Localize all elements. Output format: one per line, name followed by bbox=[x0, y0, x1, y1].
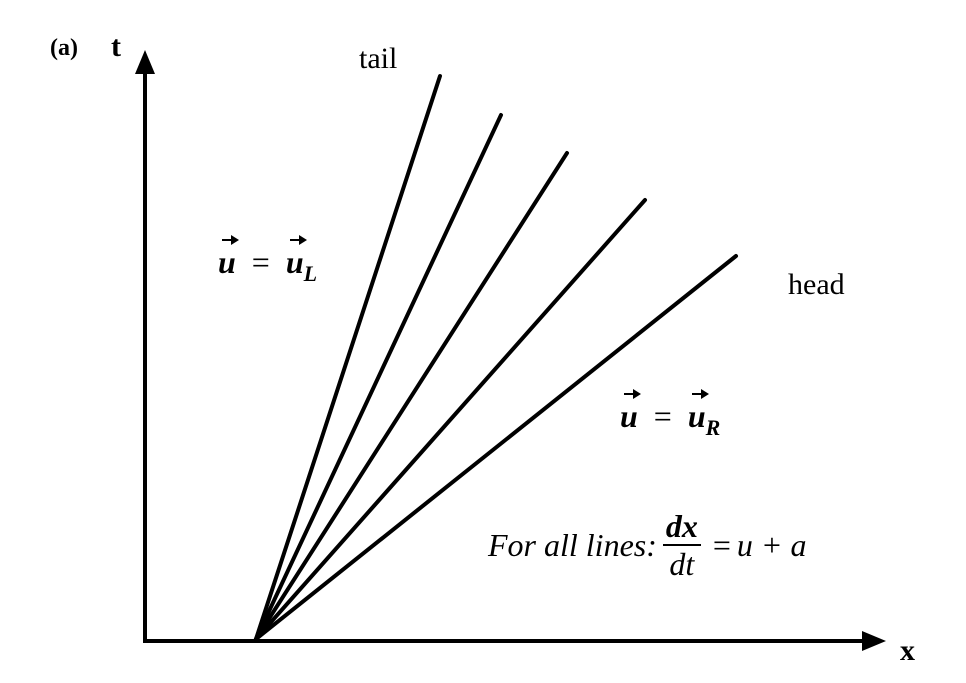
subscript-right: R bbox=[705, 415, 721, 440]
fraction-denominator: dt bbox=[669, 546, 695, 582]
characteristic-fan bbox=[254, 74, 738, 641]
fan-line-5 bbox=[254, 254, 738, 641]
velocity-vector-symbol: u bbox=[687, 389, 709, 434]
equals-sign: = bbox=[251, 244, 270, 280]
head-label: head bbox=[788, 268, 845, 301]
characteristic-equation: For all lines: dx dt = u + a bbox=[488, 510, 807, 580]
subscript-left: L bbox=[303, 261, 318, 286]
tail-label: tail bbox=[359, 42, 398, 75]
t-axis-label: t bbox=[111, 30, 121, 63]
velocity-vector-symbol: u bbox=[218, 235, 239, 280]
fraction-numerator: dx bbox=[662, 510, 701, 546]
fan-line-2 bbox=[254, 113, 503, 641]
x-axis-arrowhead bbox=[862, 631, 886, 651]
left-state-label: u = uL bbox=[218, 235, 317, 285]
panel-label: (a) bbox=[50, 35, 78, 61]
x-axis-label: x bbox=[900, 634, 915, 667]
fan-line-1 bbox=[254, 74, 442, 641]
equation-rhs: u + a bbox=[736, 527, 807, 563]
fan-line-4 bbox=[254, 198, 647, 641]
equals-sign: = bbox=[712, 527, 731, 563]
equals-sign: = bbox=[653, 398, 672, 434]
velocity-vector-symbol: u bbox=[620, 389, 641, 434]
t-axis-arrowhead bbox=[135, 50, 155, 74]
equation-prefix: For all lines: bbox=[488, 527, 657, 563]
right-state-label: u = uR bbox=[620, 389, 720, 439]
velocity-vector-symbol: u bbox=[285, 235, 307, 280]
fan-line-3 bbox=[254, 151, 569, 641]
derivative-fraction: dx dt bbox=[662, 510, 701, 582]
